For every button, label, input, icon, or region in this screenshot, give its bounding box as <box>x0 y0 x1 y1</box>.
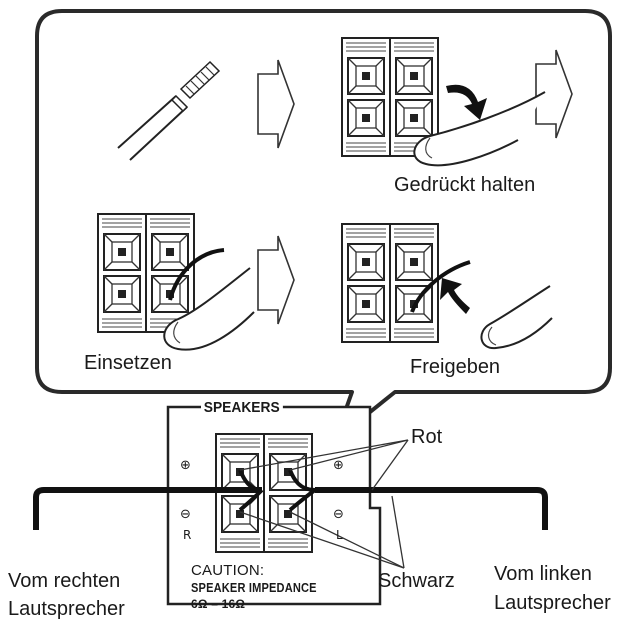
right-minus-symbol: ⊖ <box>180 507 191 522</box>
terminal-release-step <box>341 223 439 343</box>
black-wire-label: Schwarz <box>378 570 455 592</box>
left-speaker-label-line2: Lautsprecher <box>494 592 611 614</box>
press-arrow-icon <box>446 84 487 120</box>
left-channel-marker: L <box>336 528 343 542</box>
speakers-panel-title: SPEAKERS <box>201 399 283 416</box>
caution-heading: CAUTION: <box>191 562 265 579</box>
caution-impedance-label: SPEAKER IMPEDANCE <box>191 580 317 595</box>
right-speaker-label-line2: Lautsprecher <box>8 598 125 620</box>
right-speaker-cable <box>33 487 262 530</box>
stripped-wire-illustration <box>117 60 221 161</box>
finger-press-icon <box>413 91 546 167</box>
left-speaker-cable <box>315 487 548 530</box>
red-wire-label: Rot <box>411 426 443 448</box>
release-label: Freigeben <box>410 356 501 378</box>
right-channel-marker: R <box>183 528 192 542</box>
inserted-wire-icon <box>168 248 225 301</box>
release-arrow-icon <box>440 278 470 314</box>
right-plus-symbol: ⊕ <box>180 458 191 473</box>
left-plus-symbol: ⊕ <box>333 458 344 473</box>
terminal-insert-step <box>97 213 195 333</box>
left-minus-symbol: ⊖ <box>333 507 344 522</box>
finger-release-icon <box>480 285 553 350</box>
release-wire-icon <box>410 260 471 313</box>
left-speaker-label-line1: Vom linken <box>494 563 592 585</box>
finger-insert-icon <box>163 267 255 351</box>
insert-label: Einsetzen <box>84 352 172 374</box>
hold-label: Gedrückt halten <box>394 174 536 196</box>
label-leader-lines <box>239 439 409 569</box>
right-speaker-label-line1: Vom rechten <box>8 570 121 592</box>
caution-impedance-range: 6Ω – 16Ω <box>191 597 246 611</box>
